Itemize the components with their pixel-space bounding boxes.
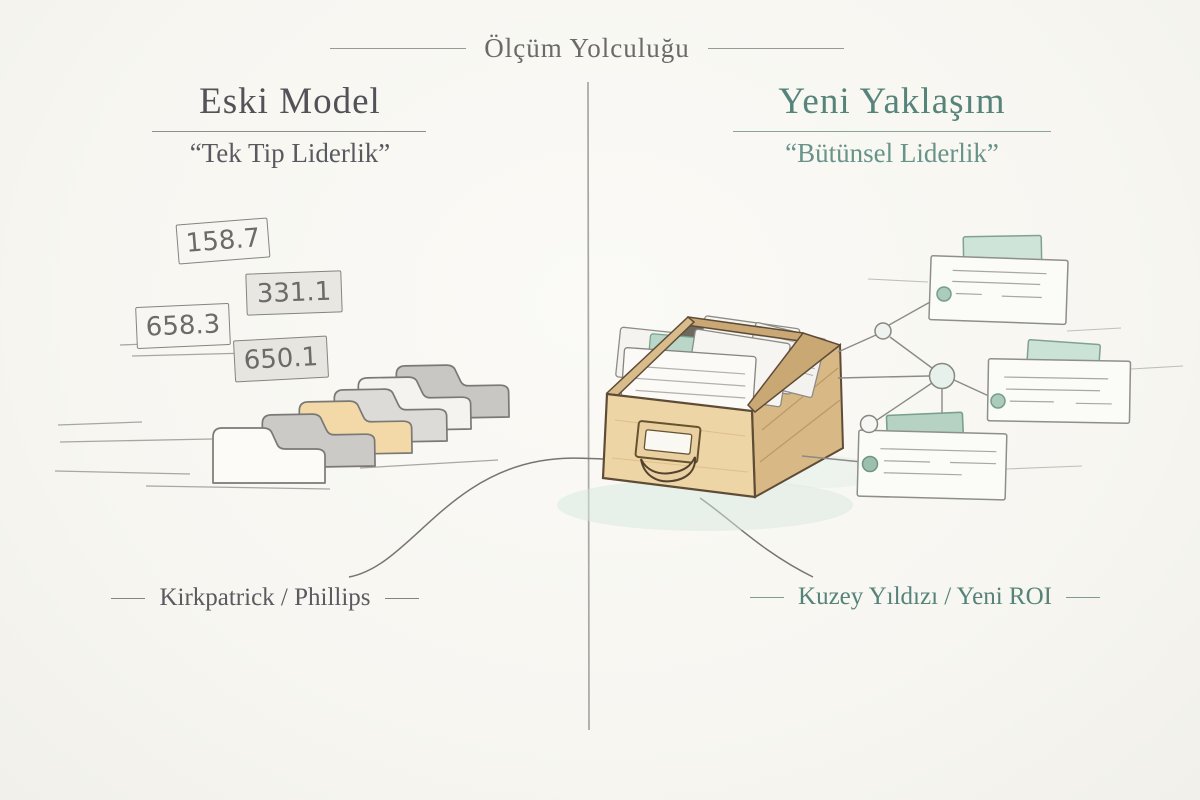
drawer-shadow (557, 479, 853, 531)
metric-tag: 658.3 (135, 302, 231, 350)
old-model-footer-label: Kirkpatrick / Phillips (159, 584, 371, 611)
network-card-middle (986, 338, 1132, 424)
drawer-right-rim (747, 332, 842, 414)
old-model-subtitle: “Tek Tip Liderlik” (189, 138, 391, 168)
center-divider-line (587, 81, 590, 731)
footer-right-dash (1065, 596, 1100, 598)
network-node (874, 322, 892, 340)
new-approach-underline (733, 131, 1051, 132)
metric-tag: 158.7 (175, 217, 271, 265)
footer-right-dash (384, 597, 419, 599)
new-approach-subtitle: “Bütünsel Liderlik” (785, 138, 999, 168)
index-card-icon (986, 358, 1132, 424)
metric-tag: 650.1 (232, 335, 330, 383)
folder-icon (212, 427, 326, 484)
diagram-title-row: Ölçüm Yolculuğu (330, 28, 844, 68)
footer-left-dash (750, 596, 785, 598)
index-card-network-icon (856, 234, 1132, 501)
drawer-label-holder (634, 420, 702, 464)
card-node-dot (936, 286, 952, 302)
folder-tabs-icon (212, 364, 510, 484)
new-approach-heading: Yeni Yaklaşım (778, 81, 1006, 122)
metric-tag: 331.1 (245, 270, 343, 316)
new-approach-footer-label-row: Kuzey Yıldızı / Yeni ROI (735, 581, 1115, 613)
index-card-icon (856, 429, 1008, 501)
network-node (859, 414, 879, 434)
network-node-hub (928, 362, 956, 390)
page-title: Ölçüm Yolculuğu (484, 32, 690, 63)
old-model-footer-label-row: Kirkpatrick / Phillips (95, 582, 435, 614)
old-model-heading: Eski Model (199, 81, 381, 122)
card-catalog-drawer-icon (557, 315, 884, 531)
old-model-underline (152, 131, 426, 132)
network-card-top (928, 234, 1069, 326)
curve-old-model-to-drawer (348, 457, 604, 578)
network-card-bottom (856, 411, 1008, 501)
card-node-dot (990, 393, 1006, 409)
drawer-handle (640, 456, 697, 483)
wood-plank-line (761, 367, 839, 431)
new-approach-heading-block: Yeni Yaklaşım (732, 80, 1052, 123)
new-approach-footer-label: Kuzey Yıldızı / Yeni ROI (798, 583, 1052, 610)
title-right-dash (707, 47, 844, 49)
card-node-dot (861, 455, 879, 473)
wood-plank-line (759, 399, 841, 463)
title-left-dash (330, 47, 467, 49)
old-model-heading-block: Eski Model (130, 80, 450, 123)
footer-left-dash (111, 597, 146, 599)
sketch-strokes-right (867, 278, 1184, 470)
sketch-strokes-left (54, 258, 499, 490)
wood-grain-line (611, 457, 749, 473)
